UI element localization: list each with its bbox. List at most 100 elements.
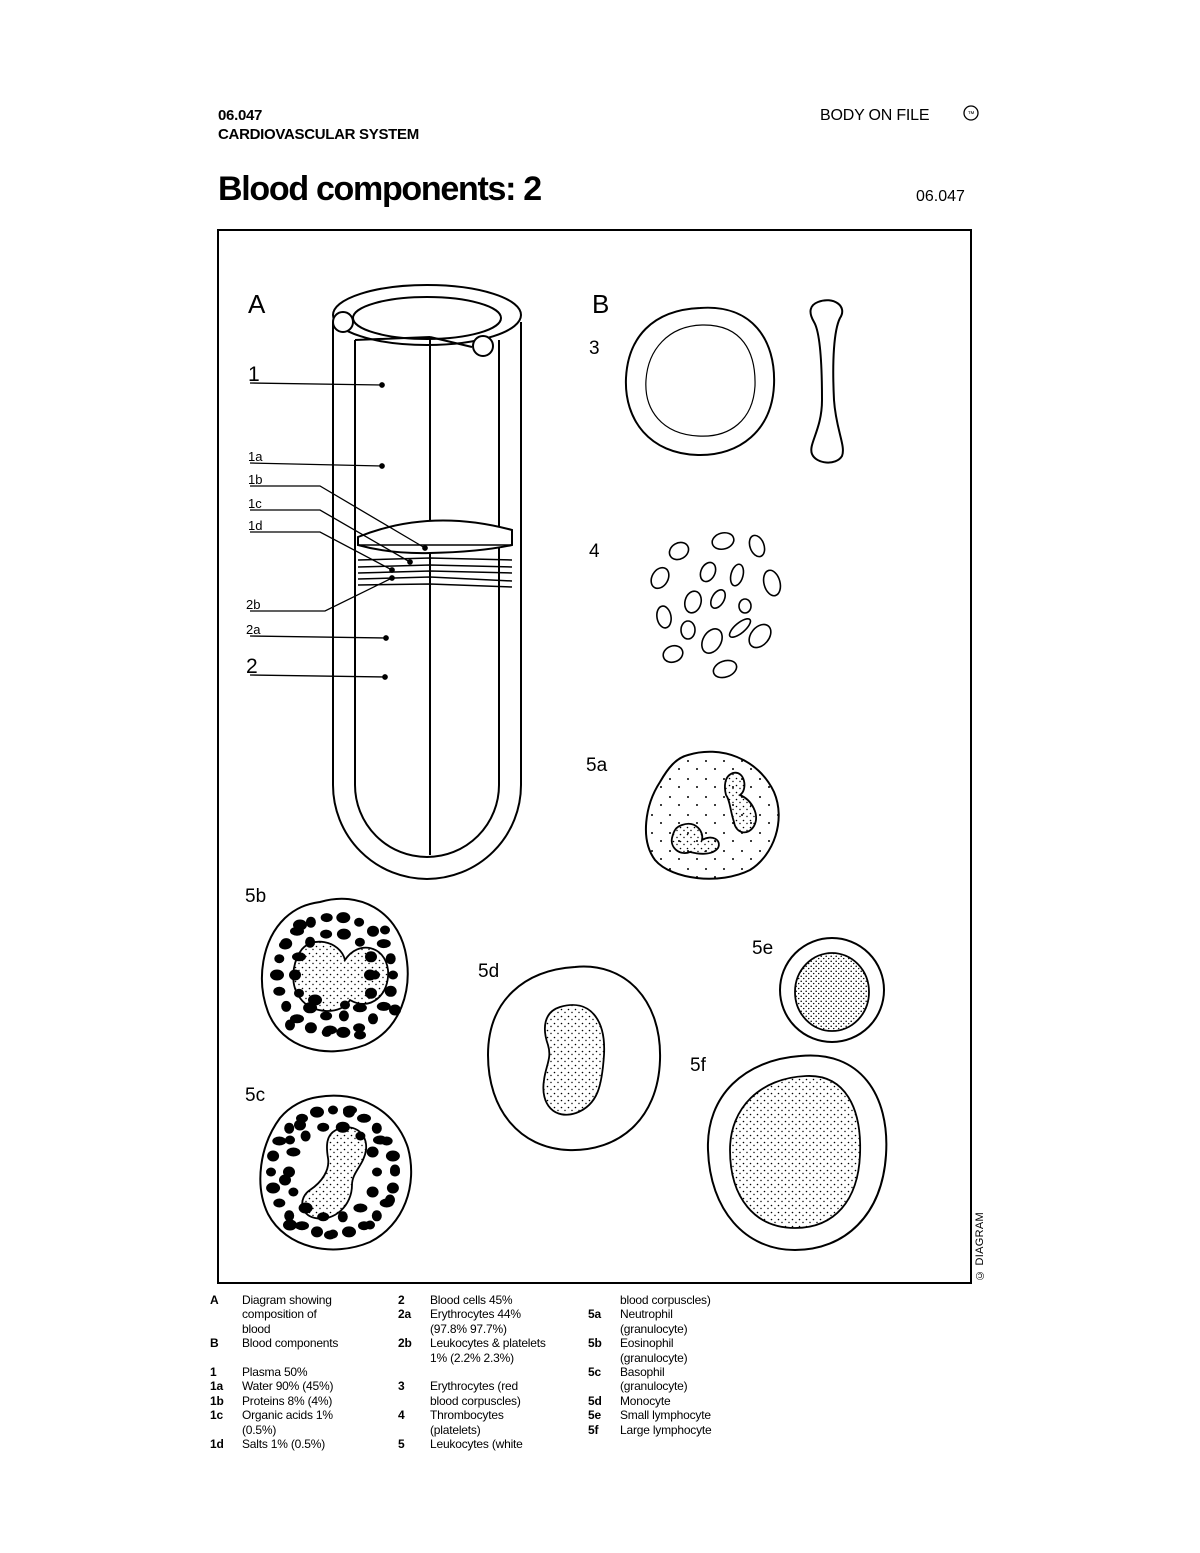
granule-dot [376,1001,391,1011]
legend-key [210,1322,242,1336]
granule-dot [300,1130,311,1142]
legend-row: (granulocyte) [588,1322,712,1336]
large-lymphocyte-illustration [706,1054,888,1252]
granule-dot [324,1230,336,1240]
legend-key: 5f [588,1422,599,1437]
granule-dot [283,1219,297,1231]
legend-key: 4 [398,1408,405,1423]
granule-dot [366,1186,379,1198]
granule-dot [320,1011,333,1021]
label-3: 3 [589,338,600,359]
legend-text: (platelets) [430,1422,481,1437]
granule-dot [323,1025,337,1035]
legend-text: blood [242,1321,271,1336]
granule-dot [266,1167,276,1177]
legend-key: 1c [210,1408,223,1423]
legend-text: Proteins 8% (4%) [242,1393,333,1408]
granule-dot [342,1226,356,1238]
granule-dot [373,1135,387,1145]
legend-text: (granulocyte) [620,1379,688,1394]
granule-dot [386,1182,399,1194]
granule-dot [304,1022,317,1034]
legend-text: Leukocytes (white [430,1437,523,1452]
legend-row: composition of [210,1307,338,1321]
trademark-icon: ™ [963,105,979,121]
granule-dot [285,1019,295,1031]
granule-dot [338,1010,349,1022]
granule-dot [290,1014,304,1024]
granule-dot [336,928,351,940]
legend-key [210,1307,242,1321]
legend-key: 1 [210,1365,217,1380]
label-5a: 5a [586,755,608,776]
legend-key: 1d [210,1437,224,1452]
label-5c: 5c [245,1085,265,1106]
label-5b: 5b [245,886,266,907]
legend-text: Diagram showing [242,1293,332,1307]
granule-dot [367,925,379,937]
basophil-granules [266,1105,400,1240]
legend-row: (97.8% 97.7%) [398,1322,546,1336]
granule-dot [266,1182,281,1194]
granule-dot [294,1119,306,1131]
legend-text: Water 90% (45%) [242,1379,334,1394]
granule-dot [357,1113,371,1123]
granule-dot [371,1122,382,1134]
legend-row [398,1365,546,1379]
trademark-mark: ™ [968,111,975,118]
monocyte-illustration [486,965,662,1152]
legend-text: Small lymphocyte [620,1408,711,1423]
granule-dot [310,1106,324,1118]
granule-dot [365,1220,375,1230]
legend-text: blood corpuscles) [430,1393,521,1408]
granule-dot [284,1122,295,1134]
granule-dot [289,969,301,981]
legend-key: 2a [398,1307,411,1322]
granule-dot [279,940,291,950]
granule-dot [389,1004,401,1016]
granule-dot [274,954,285,964]
legend-key: 5b [588,1336,602,1351]
granule-dot [305,936,316,948]
granule-dot [336,1026,351,1038]
legend-text: (granulocyte) [620,1321,688,1336]
granule-dot [335,1121,350,1133]
legend-text: Leukocytes & platelets [430,1336,546,1351]
legend-text: Erythrocytes 44% [430,1307,521,1322]
legend-key [210,1423,242,1437]
granule-dot [354,937,365,947]
basophil-illustration [259,1094,413,1251]
label-1b: 1b [248,472,262,487]
legend-row [210,1351,338,1365]
label-2b: 2b [246,597,260,612]
legend-text: Basophil [620,1365,665,1380]
legend-key: 3 [398,1379,405,1394]
legend-text: 1% (2.2% 2.3%) [430,1350,514,1365]
granule-dot [273,1198,286,1208]
label-1a: 1a [248,449,263,464]
granule-dot [303,1002,318,1014]
label-1c: 1c [248,496,262,511]
label-2: 2 [246,655,258,678]
granule-dot [380,925,390,935]
legend-row: (granulocyte) [588,1351,712,1365]
thrombocytes-illustration [650,531,782,679]
label-2a: 2a [246,622,261,637]
granule-dot [298,1202,313,1214]
legend-row: (platelets) [398,1423,546,1437]
page-title: Blood components: 2 [218,170,542,208]
granule-dot [328,1105,338,1115]
legend-row: blood corpuscles) [398,1394,546,1408]
